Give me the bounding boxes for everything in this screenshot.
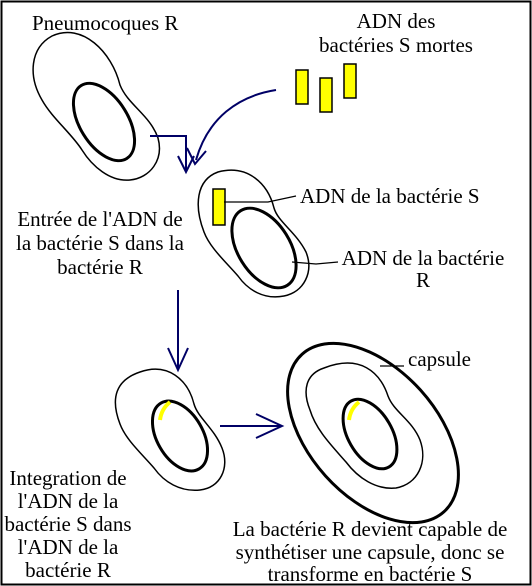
label-dna-r-line2: R [416,268,430,292]
arrow-integration-to-s [220,413,285,439]
bacterium-integration-cell-wall [114,368,226,491]
arrow-dna-entry [186,89,277,166]
label-capsule: capsule [408,347,471,371]
bacterium-r-entry [197,169,310,298]
pointer-dna-s [224,195,297,203]
bacterium-s-cell-wall [305,362,424,489]
capsule-outline [286,341,460,525]
dna-fragment [343,63,357,99]
result-text-line2: synthétiser une capsule, donc se [236,540,505,564]
dna-fragment [295,69,309,105]
arrow-r-to-entry [150,135,195,175]
result-text-line3: transforme en bactérie S [268,562,473,586]
integration-text-line4: l'ADN de la [18,535,119,559]
bacterium-entry-chromosome [230,206,298,290]
bacterium-r-integration [114,368,226,491]
bacterium-r-cell-wall [32,31,161,181]
dna-fragment [319,77,333,113]
title-pneumocoques-r: Pneumocoques R [32,11,178,35]
dna-dead-s-label-line2: bactéries S mortes [319,33,473,57]
pointer-dna-r [291,261,339,265]
arrow-entry-to-integration [167,290,189,373]
bacterium-s-transformed [286,341,460,525]
bacterium-entry-cell-wall [197,169,310,298]
label-dna-r-line1: ADN de la bactérie [342,246,505,270]
entry-text-line1: Entrée de l'ADN de [17,207,182,231]
integration-text-line1: Integration de [9,466,126,490]
dna-fragment-inside [212,188,226,226]
dna-fragments-s [295,63,357,113]
bacterium-r-initial [32,31,161,181]
entry-text-line2: la bactérie S dans la [16,231,185,255]
bacterium-s-chromosome [341,397,399,471]
result-text-line1: La bactérie R devient capable de [233,517,508,541]
bacterium-r-chromosome [71,81,137,163]
bacterium-integration-chromosome [150,399,210,473]
integration-text-line3: bactérie S dans [4,512,131,536]
integration-text-line2: l'ADN de la [18,489,119,513]
integration-text-line5: bactérie R [25,558,111,582]
integrated-dna-segment-s [347,400,361,421]
entry-text-line3: bactérie R [57,255,143,279]
dna-dead-s-label-line1: ADN des [357,9,436,33]
label-dna-bacteria-s: ADN de la bactérie S [300,184,480,208]
integrated-dna-segment [158,400,172,421]
